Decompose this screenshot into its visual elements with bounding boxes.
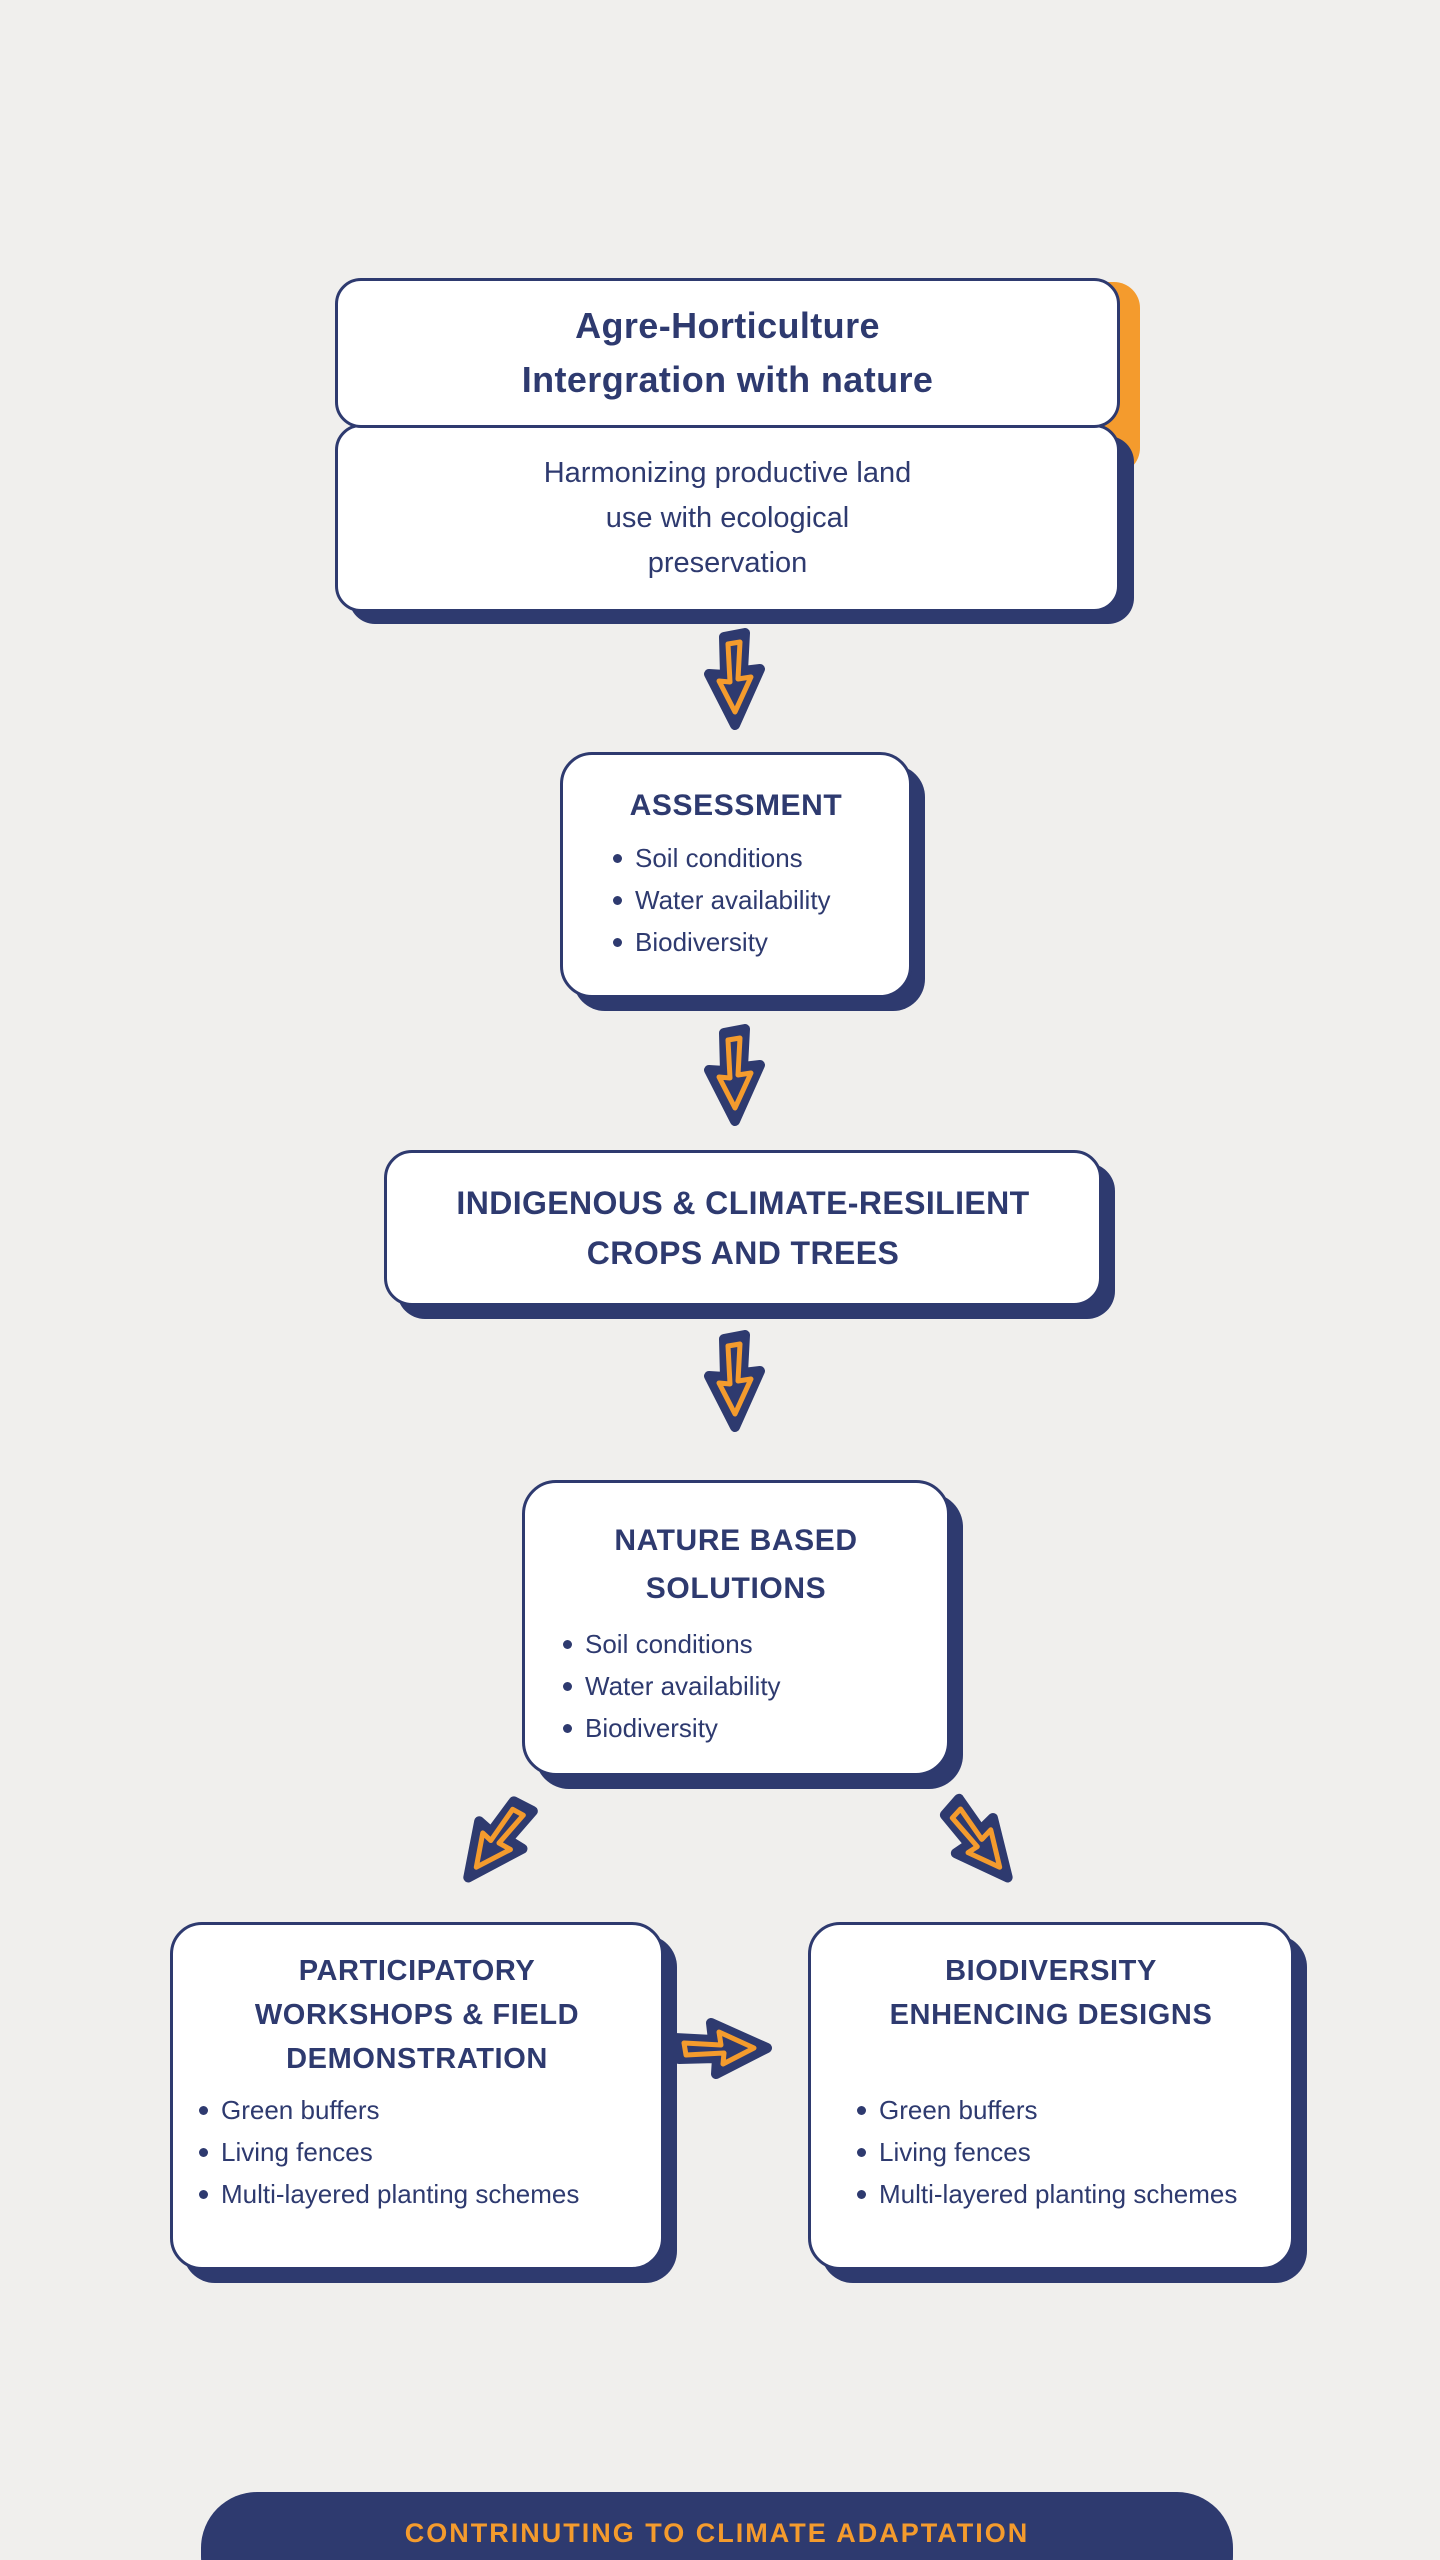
- bullet-dot-icon: [857, 2190, 866, 2199]
- list-item: Multi-layered planting schemes: [857, 2173, 1291, 2215]
- bullet-dot-icon: [199, 2190, 208, 2199]
- banner-label: CONTRINUTING TO CLIMATE ADAPTATION: [404, 2518, 1030, 2548]
- down-arrow-icon: [697, 1330, 773, 1434]
- bullet-label: Living fences: [879, 2137, 1031, 2167]
- participatory-workshops-card: PARTICIPATORY WORKSHOPS & FIELD DEMONSTR…: [170, 1922, 664, 2270]
- list-item: Living fences: [199, 2131, 661, 2173]
- title-line-1: Agre-Horticulture: [575, 305, 880, 346]
- biodiversity-designs-card: BIODIVERSITY ENHENCING DESIGNS Green buf…: [808, 1922, 1294, 2270]
- bullet-label: Multi-layered planting schemes: [221, 2179, 580, 2209]
- bullet-label: Biodiversity: [585, 1713, 718, 1743]
- bullet-dot-icon: [857, 2106, 866, 2115]
- bullet-label: Biodiversity: [635, 927, 768, 957]
- bullet-dot-icon: [857, 2148, 866, 2157]
- down-arrow-icon: [697, 1024, 773, 1128]
- title-card: Agre-Horticulture Intergration with natu…: [335, 278, 1120, 428]
- bullet-dot-icon: [199, 2148, 208, 2157]
- list-item: Living fences: [857, 2131, 1291, 2173]
- biodiversity-heading-line-1: BIODIVERSITY: [945, 1955, 1157, 1987]
- bullet-label: Water availability: [585, 1671, 781, 1701]
- bullet-dot-icon: [199, 2106, 208, 2115]
- list-item: Multi-layered planting schemes: [199, 2173, 661, 2215]
- indigenous-line-1: INDIGENOUS & CLIMATE-RESILIENT: [456, 1185, 1030, 1221]
- subtitle-line-1: Harmonizing productive land: [543, 456, 912, 489]
- bullet-dot-icon: [613, 854, 622, 863]
- participatory-bullets: Green buffers Living fences Multi-layere…: [173, 2089, 661, 2215]
- subtitle-line-2: use with ecological: [605, 501, 850, 534]
- list-item: Water availability: [563, 1665, 947, 1707]
- list-item: Green buffers: [199, 2089, 661, 2131]
- bullet-label: Soil conditions: [635, 843, 803, 873]
- assessment-card: ASSESSMENT Soil conditions Water availab…: [560, 752, 912, 998]
- bullet-label: Soil conditions: [585, 1629, 753, 1659]
- down-arrow-icon: [697, 628, 773, 732]
- bullet-dot-icon: [613, 896, 622, 905]
- bullet-dot-icon: [613, 938, 622, 947]
- assessment-heading: ASSESSMENT: [629, 789, 843, 822]
- bullet-label: Multi-layered planting schemes: [879, 2179, 1238, 2209]
- list-item: Soil conditions: [563, 1623, 947, 1665]
- down-right-arrow-icon: [918, 1778, 1042, 1907]
- subtitle-card: Harmonizing productive land use with eco…: [335, 424, 1120, 612]
- nature-heading-line-1: NATURE BASED: [614, 1524, 858, 1557]
- list-item: Biodiversity: [563, 1707, 947, 1749]
- right-arrow-icon: [670, 1996, 774, 2100]
- bullet-label: Water availability: [635, 885, 831, 915]
- subtitle-line-3: preservation: [647, 546, 808, 579]
- list-item: Soil conditions: [613, 837, 909, 879]
- nature-heading-line-2: SOLUTIONS: [645, 1572, 827, 1605]
- bullet-dot-icon: [563, 1682, 572, 1691]
- list-item: Water availability: [613, 879, 909, 921]
- bullet-dot-icon: [563, 1640, 572, 1649]
- bullet-label: Living fences: [221, 2137, 373, 2167]
- title-line-2: Intergration with nature: [521, 359, 934, 400]
- participatory-heading-line-3: DEMONSTRATION: [286, 2043, 548, 2075]
- nature-bullets: Soil conditions Water availability Biodi…: [525, 1623, 947, 1749]
- biodiversity-bullets: Green buffers Living fences Multi-layere…: [811, 2089, 1291, 2215]
- list-item: Green buffers: [857, 2089, 1291, 2131]
- indigenous-line-2: CROPS AND TREES: [586, 1235, 900, 1271]
- assessment-bullets: Soil conditions Water availability Biodi…: [563, 837, 909, 963]
- participatory-heading-line-2: WORKSHOPS & FIELD: [254, 1999, 580, 2031]
- biodiversity-heading-line-2: ENHENCING DESIGNS: [889, 1999, 1213, 2031]
- bullet-label: Green buffers: [221, 2095, 380, 2125]
- nature-based-solutions-card: NATURE BASED SOLUTIONS Soil conditions W…: [522, 1480, 950, 1776]
- footer-banner: CONTRINUTING TO CLIMATE ADAPTATION: [201, 2492, 1233, 2560]
- bullet-label: Green buffers: [879, 2095, 1038, 2125]
- list-item: Biodiversity: [613, 921, 909, 963]
- down-left-arrow-icon: [434, 1778, 558, 1907]
- bullet-dot-icon: [563, 1724, 572, 1733]
- participatory-heading-line-1: PARTICIPATORY: [298, 1955, 536, 1987]
- indigenous-crops-card: INDIGENOUS & CLIMATE-RESILIENT CROPS AND…: [384, 1150, 1102, 1306]
